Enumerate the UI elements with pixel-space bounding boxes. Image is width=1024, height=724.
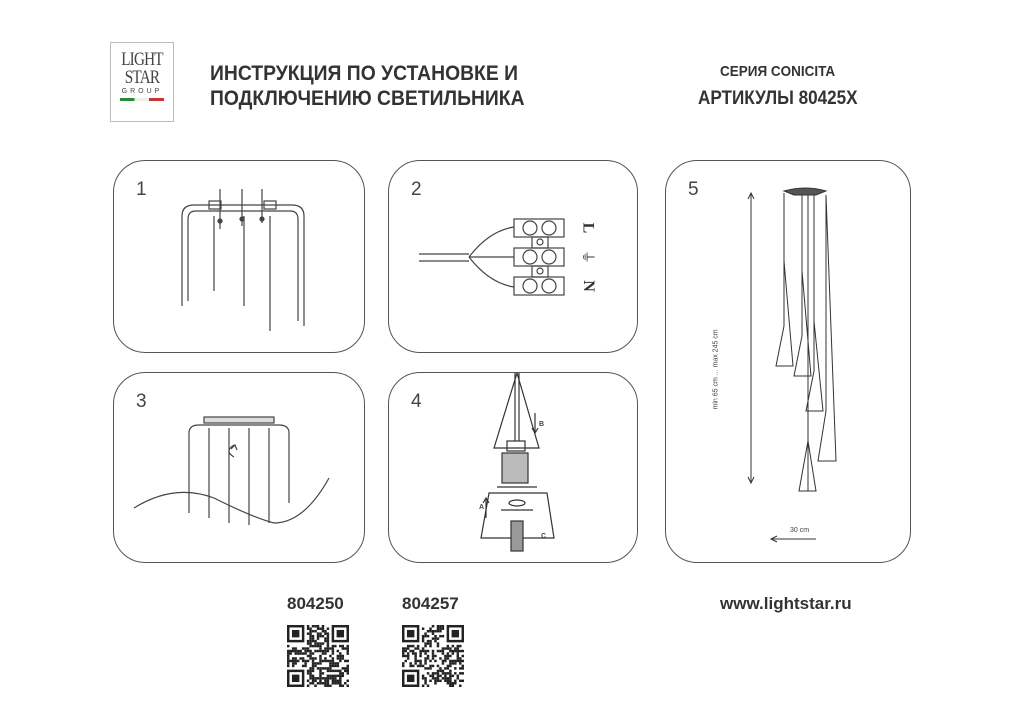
ground-symbol-icon: ⏚ bbox=[580, 250, 596, 264]
arrow-label-a: A bbox=[479, 504, 485, 511]
logo-text-group: GROUP bbox=[121, 88, 163, 95]
articles-label: АРТИКУЛЫ 80425X bbox=[698, 88, 858, 109]
logo-text-light: LIGHT bbox=[121, 49, 163, 70]
step-4-panel: 4 B A C bbox=[388, 372, 638, 563]
logo-text-star: STAR bbox=[124, 67, 160, 88]
canopy-attach-illustration bbox=[133, 416, 330, 525]
pendant-dimensions-illustration bbox=[747, 187, 837, 543]
series-label: СЕРИЯ CONICITA bbox=[720, 63, 836, 80]
page-title: ИНСТРУКЦИЯ ПО УСТАНОВКЕ И ПОДКЛЮЧЕНИЮ СВ… bbox=[210, 61, 525, 111]
live-terminal-label: L bbox=[579, 222, 597, 234]
step-number: 3 bbox=[136, 391, 147, 412]
qr-code-1[interactable] bbox=[287, 625, 349, 687]
neutral-terminal-label: N bbox=[579, 280, 597, 292]
shade-and-bulb-assembly-illustration bbox=[480, 373, 555, 552]
step-number: 5 bbox=[688, 179, 699, 200]
height-dimension-label: min 65 cm ... max 245 cm bbox=[712, 329, 720, 410]
arrow-label-c: C bbox=[541, 533, 547, 540]
title-line-1: ИНСТРУКЦИЯ ПО УСТАНОВКЕ И bbox=[210, 62, 518, 85]
width-dimension-label: 30 cm bbox=[790, 527, 810, 534]
step-number: 4 bbox=[411, 391, 422, 412]
step-5-panel: 5 min 65 cm ... max 245 cm 30 cm bbox=[665, 160, 911, 563]
step-2-panel: 2 L ⏚ N bbox=[388, 160, 638, 353]
lightstar-logo: LIGHT STAR GROUP bbox=[110, 42, 174, 122]
step-1-panel: 1 bbox=[113, 160, 365, 353]
qr-code-2[interactable] bbox=[402, 625, 464, 687]
ceiling-mount-illustration bbox=[181, 189, 305, 331]
step-3-panel: 3 bbox=[113, 372, 365, 563]
step-number: 2 bbox=[411, 179, 422, 200]
article-code-1: 804250 bbox=[287, 594, 344, 613]
arrow-label-b: B bbox=[539, 421, 545, 428]
italian-flag-stripe bbox=[120, 98, 164, 101]
step-number: 1 bbox=[136, 179, 147, 200]
title-line-2: ПОДКЛЮЧЕНИЮ СВЕТИЛЬНИКА bbox=[210, 87, 525, 110]
terminal-block-wiring-illustration bbox=[419, 218, 565, 296]
article-code-2: 804257 bbox=[402, 594, 459, 613]
website-link[interactable]: www.lightstar.ru bbox=[720, 594, 852, 613]
